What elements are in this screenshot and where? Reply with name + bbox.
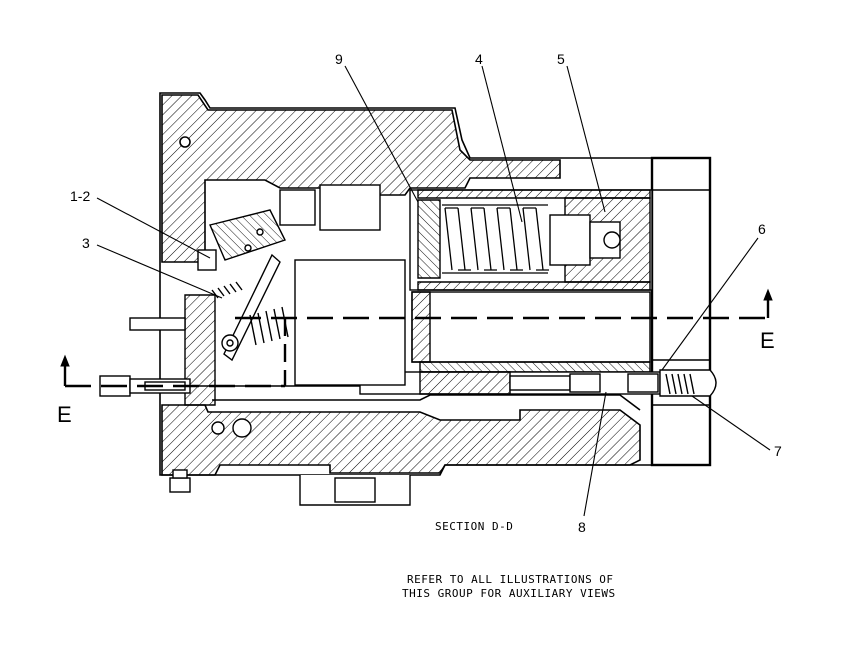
note-line-2: THIS GROUP FOR AUXILIARY VIEWS: [402, 587, 616, 600]
leader-5: [566, 65, 606, 213]
leader-3: [96, 244, 223, 299]
leader-9: [344, 65, 419, 203]
callout-5: 5: [557, 51, 565, 67]
section-marker-right: E: [760, 328, 775, 353]
leader-1-2: [96, 197, 211, 259]
callout-8: 8: [578, 519, 586, 535]
section-line-e-e: [60, 288, 773, 388]
housing: [159, 92, 712, 476]
leader-7: [691, 395, 771, 451]
section-title: SECTION D-D: [435, 520, 513, 533]
callout-3: 3: [82, 235, 90, 251]
leader-lines: [96, 65, 771, 517]
callout-1-2: 1-2: [70, 188, 90, 204]
callout-7: 7: [774, 443, 782, 459]
callout-6: 6: [758, 221, 766, 237]
leader-4: [481, 65, 523, 223]
leader-6: [661, 237, 759, 371]
governor-linkage: [99, 184, 411, 506]
callout-9: 9: [335, 51, 343, 67]
section-marker-left: E: [57, 402, 72, 427]
note-line-1: REFER TO ALL ILLUSTRATIONS OF: [407, 573, 614, 586]
spring-4: [442, 204, 549, 274]
center-bore: [359, 291, 717, 397]
callout-4: 4: [475, 51, 483, 67]
leader-8: [583, 391, 607, 517]
